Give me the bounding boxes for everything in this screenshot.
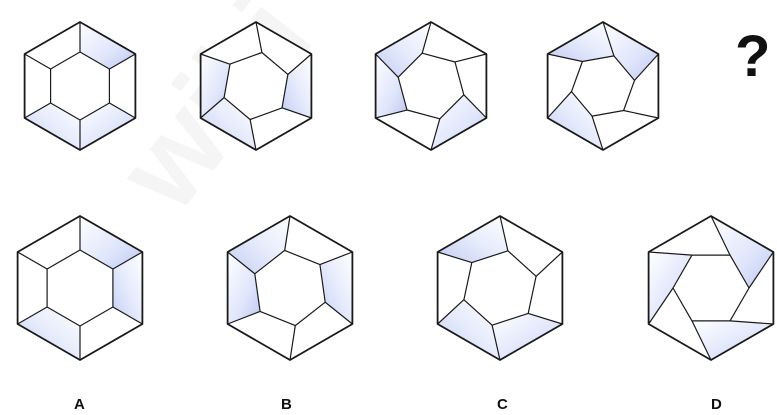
question-mark: ?: [735, 28, 770, 86]
option-label-c[interactable]: C: [497, 396, 508, 413]
option-label-d[interactable]: D: [711, 396, 722, 413]
option-label-b[interactable]: B: [281, 396, 292, 413]
option-label-a[interactable]: A: [74, 396, 85, 413]
